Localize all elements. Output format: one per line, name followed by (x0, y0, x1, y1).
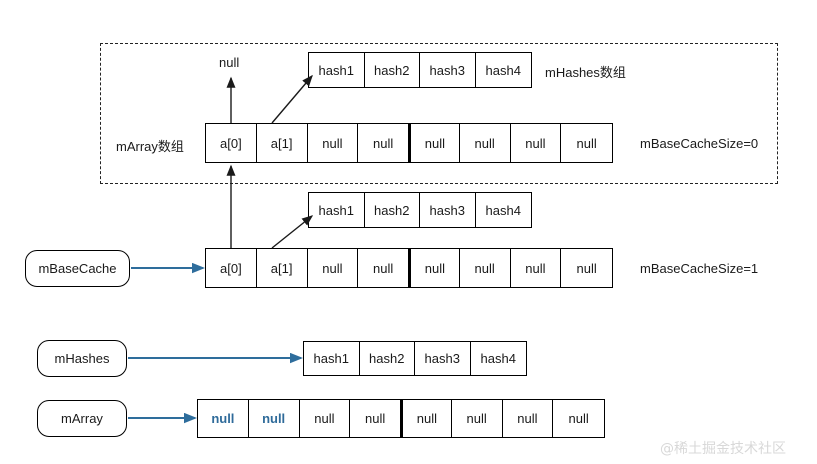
array-cell: null (561, 124, 613, 162)
mhashes-row-array: hash1 hash2 hash3 hash4 (303, 341, 527, 376)
array-cell: null (307, 124, 359, 162)
array-cell: null (553, 400, 605, 437)
marray-box[interactable]: mArray (37, 400, 127, 437)
array-cell: null (198, 400, 249, 437)
mhashes-box[interactable]: mHashes (37, 340, 127, 377)
array-cell: hash4 (470, 342, 526, 375)
cached-marray-array: a[0] a[1] null null null null null null (205, 123, 613, 163)
array-cell: null (299, 400, 351, 437)
array-cell: null (510, 124, 562, 162)
array-cell: null (409, 249, 460, 287)
cached-mhashes-array: hash1 hash2 hash3 hash4 (308, 52, 532, 88)
null-pointer-label: null (219, 55, 240, 70)
array-cell: null (502, 400, 554, 437)
array-cell: null (409, 124, 460, 162)
mbasecache-box[interactable]: mBaseCache (25, 250, 130, 287)
array-cell: a[1] (256, 124, 308, 162)
array-cell: null (451, 400, 503, 437)
array-cell: null (358, 124, 409, 162)
cache-row-mhashes-array: hash1 hash2 hash3 hash4 (308, 192, 532, 228)
mbasecachesize-one-label: mBaseCacheSize=1 (640, 261, 759, 276)
array-cell: hash1 (304, 342, 360, 375)
cache-row-marray-array: a[0] a[1] null null null null null null (205, 248, 613, 288)
array-cell: null (401, 400, 452, 437)
array-cell: null (459, 124, 511, 162)
array-cell: a[1] (256, 249, 308, 287)
array-cell: hash2 (359, 342, 415, 375)
array-cell: null (350, 400, 401, 437)
array-cell: hash1 (309, 53, 365, 87)
watermark-label: @稀土掘金技术社区 (660, 441, 786, 457)
array-cell: null (459, 249, 511, 287)
array-cell: hash4 (475, 53, 531, 87)
array-cell: hash3 (420, 193, 476, 227)
array-cell: null (307, 249, 359, 287)
marray-row-array: null null null null null null null null (197, 399, 605, 438)
cache-a1-to-hash-arrow (271, 215, 314, 249)
array-cell: hash2 (364, 193, 420, 227)
array-cell: a[0] (206, 249, 257, 287)
array-cell: hash3 (420, 53, 476, 87)
array-cell: null (510, 249, 562, 287)
array-cell: hash2 (364, 53, 420, 87)
array-cell: a[0] (206, 124, 257, 162)
array-cell: hash3 (415, 342, 471, 375)
cached-mhashes-array-label: mHashes数组 (545, 65, 626, 80)
array-cell: null (561, 249, 613, 287)
marray-array-label: mArray数组 (116, 139, 184, 154)
array-cell: hash1 (309, 193, 365, 227)
array-cell: null (358, 249, 409, 287)
mbasecachesize-zero-label: mBaseCacheSize=0 (640, 136, 759, 151)
array-cell: hash4 (475, 193, 531, 227)
cached-group-dashed-border (100, 43, 778, 184)
array-cell: null (248, 400, 300, 437)
